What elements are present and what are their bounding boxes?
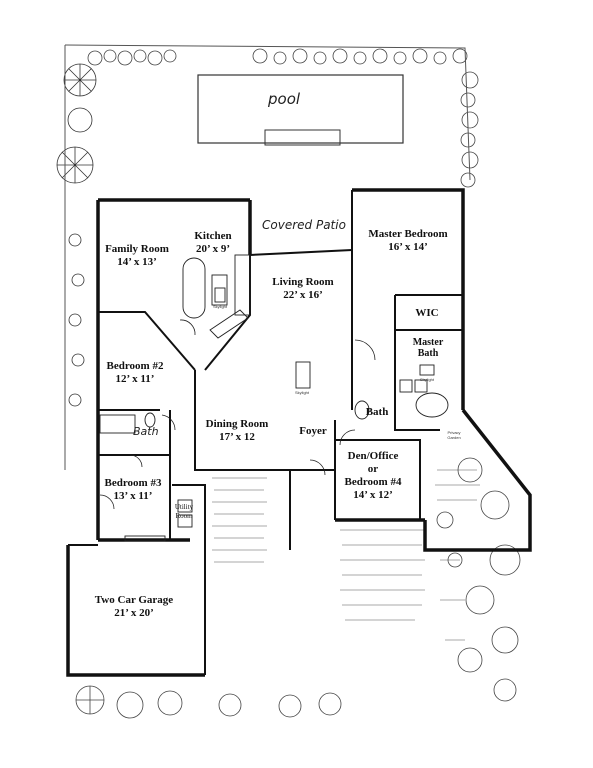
kitchen-name: Kitchen — [194, 230, 232, 242]
kitchen-size: 20’ x 9’ — [195, 243, 230, 255]
den-name-2: or — [367, 463, 379, 475]
exterior-walls — [66, 188, 532, 677]
master-bedroom-name: Master Bedroom — [368, 228, 448, 240]
bedroom-3-size: 13’ x 11’ — [113, 490, 153, 502]
living-room-size: 22’ x 16’ — [283, 289, 323, 301]
bedroom-3-label: Bedroom #3 13’ x 11’ — [102, 477, 164, 503]
door-swings — [99, 319, 376, 510]
utility-name-1: Utility — [174, 503, 194, 511]
bath-handwritten-label: Bath — [133, 425, 159, 438]
family-room-name: Family Room — [105, 243, 169, 255]
dining-room-name: Dining Room — [205, 418, 269, 430]
family-room-label: Family Room 14’ x 13’ — [102, 243, 172, 269]
pool-label: pool — [268, 90, 301, 108]
foyer-label: Foyer — [299, 425, 327, 437]
garage-size: 21’ x 20’ — [114, 607, 154, 619]
fixtures — [99, 254, 449, 542]
skylight-label-living: Skylight — [295, 390, 310, 395]
living-room-label: Living Room 22’ x 16’ — [268, 276, 338, 302]
den-name-3: Bedroom #4 — [344, 476, 402, 488]
kitchen-label: Kitchen 20’ x 9’ — [188, 230, 238, 256]
bath-label: Bath — [365, 406, 389, 418]
wic-label: WIC — [415, 307, 439, 319]
landscaping — [56, 48, 521, 719]
bedroom-3-name: Bedroom #3 — [104, 477, 162, 489]
privacy-garden-label: Privacy Garden — [447, 430, 461, 440]
den-office-label: Den/Office or Bedroom #4 14’ x 12’ — [333, 450, 413, 502]
master-bath-name-1: Master — [412, 337, 444, 348]
dining-room-label: Dining Room 17’ x 12 — [200, 418, 274, 444]
dining-room-size: 17’ x 12 — [219, 431, 255, 443]
family-room-size: 14’ x 13’ — [117, 256, 157, 268]
living-room-name: Living Room — [272, 276, 334, 288]
lawn-hatching — [212, 469, 480, 641]
pool-outline — [197, 74, 404, 144]
den-size: 14’ x 12’ — [353, 489, 393, 501]
bedroom-2-name: Bedroom #2 — [106, 360, 164, 372]
utility-room-label: Utility Room — [170, 503, 198, 521]
master-bedroom-size: 16’ x 14’ — [388, 241, 428, 253]
den-name-1: Den/Office — [347, 450, 399, 462]
garage-label: Two Car Garage 21’ x 20’ — [88, 594, 180, 620]
skylight-label-kitchen: Skylight — [213, 304, 228, 309]
garage-name: Two Car Garage — [94, 594, 174, 606]
bedroom-2-size: 12’ x 11’ — [115, 373, 155, 385]
skylight-label-master-bath: Skylight — [420, 377, 435, 382]
bedroom-2-label: Bedroom #2 12’ x 11’ — [102, 360, 168, 386]
master-bath-label: Master Bath — [410, 337, 446, 359]
covered-patio-label: Covered Patio — [262, 218, 346, 232]
master-bath-name-2: Bath — [417, 348, 439, 359]
utility-name-2: Room — [175, 512, 193, 520]
master-bedroom-label: Master Bedroom 16’ x 14’ — [362, 228, 454, 254]
